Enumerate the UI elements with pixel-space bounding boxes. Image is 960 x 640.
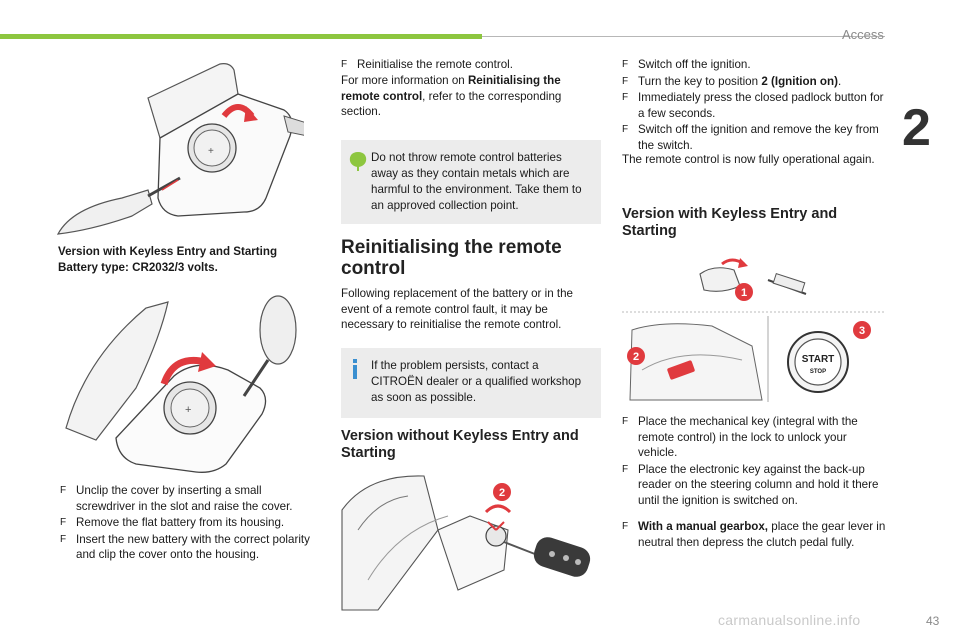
bullet-icon: F <box>622 521 629 532</box>
battery-caption: Version with Keyless Entry and Starting … <box>58 245 278 274</box>
keyless-start-illustration: 1 2 START STOP 3 <box>622 250 884 410</box>
header-rule <box>482 36 885 37</box>
page-number: 43 <box>926 614 940 628</box>
svg-text:+: + <box>208 146 214 157</box>
callout-1: 1 <box>741 287 747 299</box>
bullet-icon: F <box>622 59 629 70</box>
section-title: Access <box>842 27 884 42</box>
leaf-icon <box>348 150 368 177</box>
stop-label: STOP <box>810 369 826 375</box>
info-icon <box>348 358 362 385</box>
bullet-icon: F <box>60 533 67 545</box>
eco-note: Do not throw remote control batteries aw… <box>341 140 601 224</box>
svg-text:+: + <box>185 404 191 416</box>
bullet-icon: F <box>622 124 629 136</box>
bullet-icon: F <box>622 463 629 475</box>
bullet-icon: F <box>60 485 67 496</box>
callout-2: 2 <box>499 487 505 499</box>
ignition-key-illustration: 2 <box>338 470 600 616</box>
key-cover-illustration: + <box>52 58 304 238</box>
reinit-description: Following replacement of the battery or … <box>341 287 573 332</box>
keyless-battery-illustration: + <box>56 288 300 478</box>
bullet-icon: F <box>622 416 629 427</box>
accent-bar <box>0 34 482 39</box>
bullet-icon: F <box>341 59 348 70</box>
bullet-icon: F <box>622 92 629 104</box>
heading-reinitialising: Reinitialising the remote control <box>341 237 562 279</box>
reinit-reference: For more information on Reinitialising t… <box>341 74 562 119</box>
callout-2b: 2 <box>633 351 639 363</box>
chapter-number: 2 <box>902 99 931 157</box>
callout-3: 3 <box>859 325 865 337</box>
watermark: carmanualsonline.info <box>718 612 861 628</box>
bullet-icon: F <box>60 517 67 529</box>
operational-text: The remote control is now fully operatio… <box>622 153 875 166</box>
heading-without-keyless: Version without Keyless Entry and Starti… <box>341 428 579 461</box>
info-note: If the problem persists, contact a CITRO… <box>341 348 601 418</box>
heading-with-keyless: Version with Keyless Entry and Starting <box>622 206 838 239</box>
start-label: START <box>802 354 835 365</box>
bullet-icon: F <box>622 75 629 87</box>
